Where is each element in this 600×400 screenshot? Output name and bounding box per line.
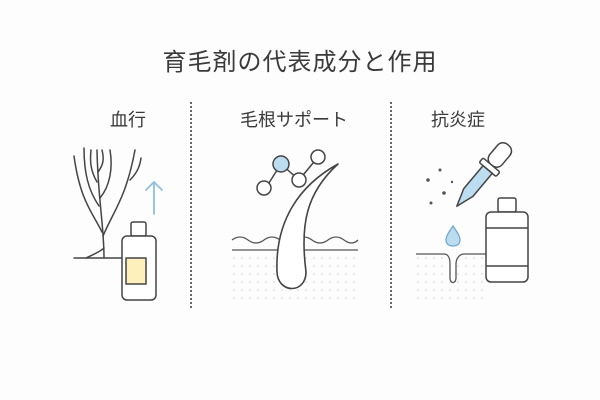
- serum-bottle-icon: [485, 197, 529, 283]
- section-divider-1: [190, 102, 192, 308]
- tree-roots-with-bottle-icon: [73, 147, 142, 259]
- page-title: 育毛剤の代表成分と作用: [162, 48, 438, 76]
- dropper-icon: [456, 141, 513, 208]
- inflamed-skin-surface: [416, 253, 488, 300]
- drop-icon: [445, 224, 461, 247]
- section-label-root-support: 毛根サポート: [240, 110, 348, 131]
- bottle-icon: [121, 221, 157, 301]
- hair-follicle-icon: [276, 163, 339, 290]
- particles: [426, 168, 454, 205]
- section-divider-2: [390, 102, 392, 308]
- section-label-anti-inflammatory: 抗炎症: [431, 110, 485, 131]
- section-label-blood-flow: 血行: [110, 110, 146, 131]
- upward-arrow-icon: [145, 181, 163, 215]
- molecule-icon: [256, 149, 326, 196]
